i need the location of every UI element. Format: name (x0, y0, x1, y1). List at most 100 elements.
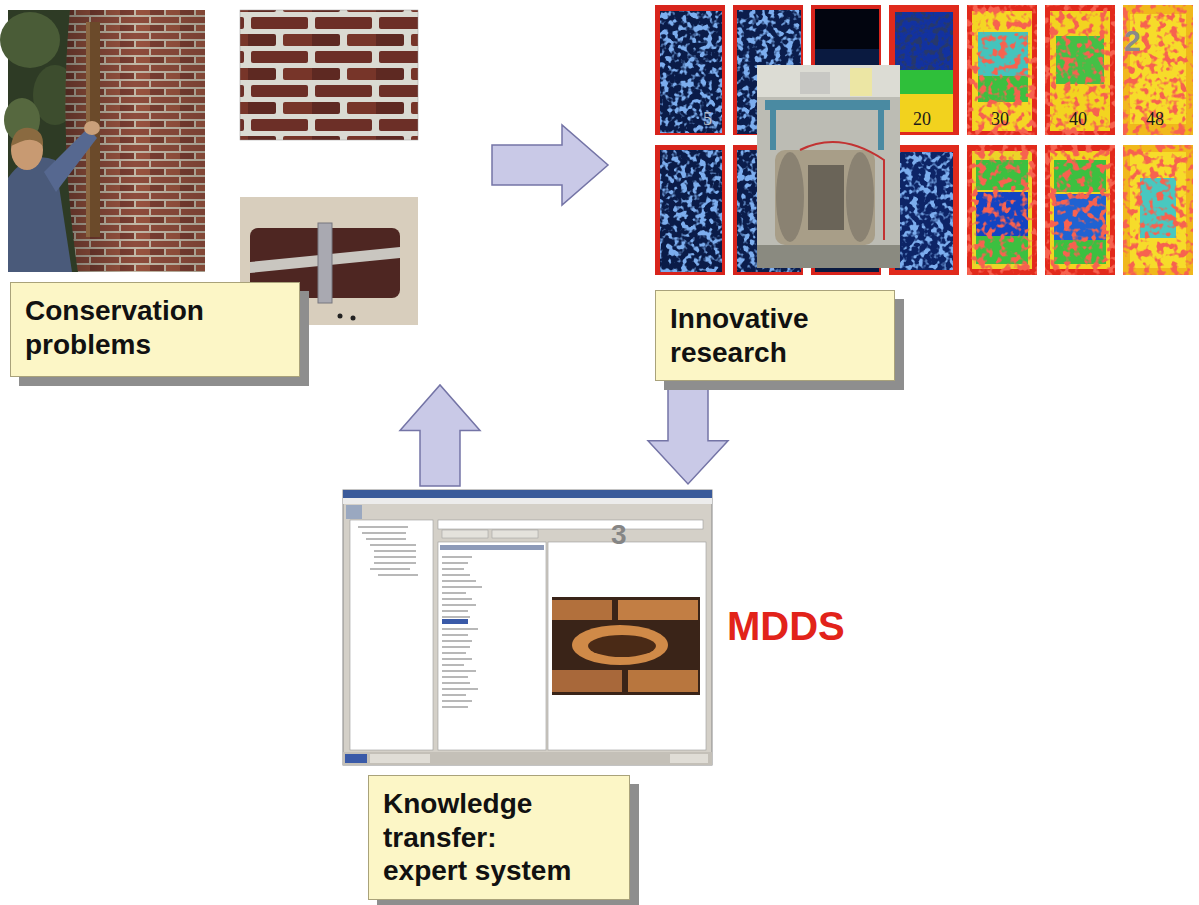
software-screenshot-part (552, 670, 622, 692)
software-screenshot-part-part (442, 646, 470, 648)
software-screenshot-part-part (442, 688, 478, 690)
apparatus-photo-part (765, 100, 890, 110)
stage-label: Innovative research (670, 302, 880, 369)
label-box: Knowledge transfer: expert system (368, 775, 630, 900)
software-screenshot-part-part (374, 550, 416, 552)
software-screenshot-part-part (378, 574, 418, 576)
moisture-map-tiles-part (660, 150, 722, 272)
callout-number: 30 (991, 110, 1009, 128)
label-box: Conservation problems (10, 282, 300, 377)
software-screenshot-part-part (442, 574, 470, 576)
moisture-map-tiles-part (1045, 145, 1115, 275)
software-screenshot-part-part (442, 658, 472, 660)
apparatus-photo-part (878, 110, 884, 150)
software-screenshot-part-part (442, 652, 466, 654)
stage-label: Knowledge transfer: expert system (383, 787, 577, 888)
software-screenshot-part-part (358, 526, 408, 528)
apparatus-photo (757, 65, 900, 268)
stage-region: Knowledge transfer: expert system (340, 488, 730, 904)
software-screenshot (343, 490, 712, 765)
moisture-map-tiles (655, 5, 1193, 135)
moisture-map-tiles-part (967, 145, 1037, 275)
software-screenshot-part (440, 545, 544, 550)
label-box: Innovative research (655, 290, 895, 381)
stage-label: Conservation problems (25, 294, 285, 361)
apparatus-photo-part (757, 65, 900, 268)
software-screenshot-part (548, 542, 706, 750)
apparatus-photo-part (850, 68, 872, 96)
software-screenshot-part-part (442, 610, 468, 612)
moisture-map-tiles-part (655, 145, 725, 275)
stage-region: Innovative research (612, 3, 1199, 386)
moisture-map-tiles-part (895, 152, 953, 270)
moisture-map-tiles-part (655, 5, 725, 135)
software-screenshot-part-part (442, 604, 476, 606)
software-screenshot-part-part (442, 592, 466, 594)
apparatus-photo-part (846, 152, 874, 242)
wall-photo (0, 10, 205, 272)
software-screenshot-part-part (442, 568, 464, 570)
software-screenshot-part (343, 490, 712, 498)
software-screenshot-part-part (442, 556, 472, 558)
software-screenshot-part (588, 635, 656, 657)
software-screenshot-part (346, 505, 362, 519)
software-screenshot-part-part (442, 664, 464, 666)
moisture-map-tiles-part (815, 9, 879, 49)
moisture-map-tiles-part (895, 12, 953, 70)
callout-number: 48 (1146, 110, 1164, 128)
software-screenshot-part-part (442, 676, 468, 678)
software-screenshot-part (343, 752, 712, 765)
software-screenshot-part (552, 597, 700, 695)
software-screenshot-part (618, 600, 698, 620)
core-sample-photo-part (351, 316, 356, 321)
callout-number: 5 (703, 110, 712, 128)
software-screenshot-part-part (442, 616, 470, 618)
software-screenshot-part-part (442, 700, 472, 702)
software-screenshot-part-part (442, 628, 478, 630)
software-screenshot-part (358, 526, 482, 708)
moisture-map-tiles-part (967, 5, 1037, 135)
software-screenshot-part-part (442, 598, 472, 600)
wall-photo-part (0, 12, 60, 68)
moisture-map-tiles-part (967, 145, 1037, 275)
moisture-map-tiles-part (1123, 145, 1193, 275)
software-screenshot-part (628, 670, 698, 692)
apparatus-photo-part (775, 150, 875, 245)
callout-number: 2 (1124, 26, 1141, 56)
apparatus-photo-part (800, 72, 830, 94)
apparatus-photo-part (808, 165, 844, 230)
block-arrow (492, 125, 608, 205)
software-screenshot-part-part (442, 682, 470, 684)
software-screenshot-part-part (374, 556, 416, 558)
software-screenshot-part-part (442, 670, 476, 672)
software-screenshot-part (343, 490, 712, 765)
moisture-map-tiles (655, 145, 1193, 275)
software-screenshot-part (670, 754, 708, 763)
moisture-map-tiles-part (967, 5, 1037, 135)
moisture-map-tiles-part (895, 12, 953, 70)
software-screenshot-part-part (442, 706, 468, 708)
software-screenshot-part-part (362, 532, 406, 534)
brick-photo-part (240, 10, 418, 140)
brick-photo (240, 10, 418, 140)
software-screenshot-part (343, 498, 712, 504)
software-screenshot-part (492, 530, 538, 538)
stage-region: Conservation problems (5, 8, 490, 381)
software-screenshot-part (350, 520, 433, 750)
software-screenshot-part-part (370, 568, 410, 570)
software-screenshot-part-part (442, 640, 472, 642)
moisture-map-tiles-part (1045, 5, 1115, 135)
moisture-map-tiles-part (660, 150, 722, 272)
software-screenshot-part (572, 625, 668, 665)
software-screenshot-part (442, 530, 488, 538)
callout-number: 3 (611, 521, 627, 549)
callout-number: 20 (913, 110, 931, 128)
software-screenshot-part-part (370, 544, 416, 546)
moisture-map-tiles-part (1123, 5, 1193, 135)
software-screenshot-part (438, 542, 546, 750)
software-screenshot-part (442, 619, 468, 624)
